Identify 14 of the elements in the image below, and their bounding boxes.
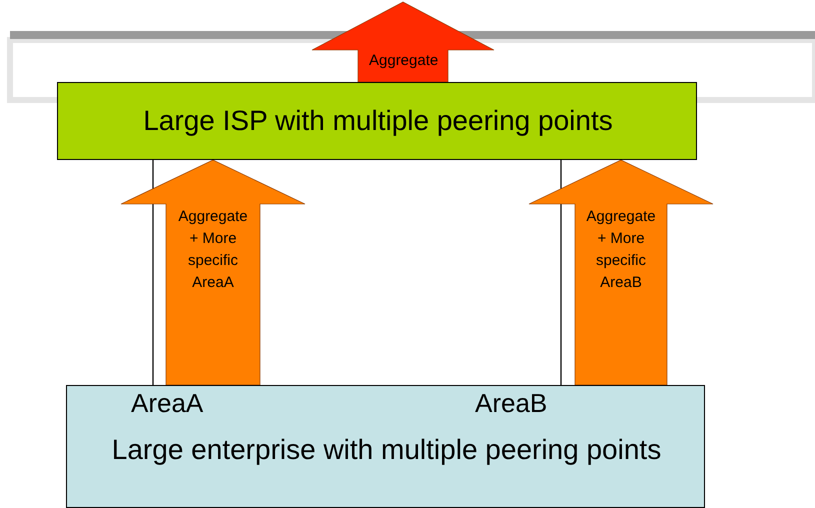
isp-box (57, 82, 697, 160)
enterprise-box (66, 385, 705, 508)
area-label: AreaB (475, 388, 548, 419)
edge-label: Aggregate (369, 51, 437, 71)
box-title: Large enterprise with multiple peering points (110, 434, 662, 466)
box-title: Large ISP with multiple peering points (142, 105, 614, 137)
connector-line (152, 160, 154, 385)
edge-label: Aggregate + More specific AreaA (177, 207, 249, 293)
area-label: AreaA (131, 388, 204, 419)
block-arrow (312, 2, 494, 82)
block-arrow (528, 160, 714, 386)
edge-label: Aggregate + More specific AreaB (586, 207, 656, 293)
block-arrow (120, 160, 306, 386)
connector-line (560, 160, 562, 385)
